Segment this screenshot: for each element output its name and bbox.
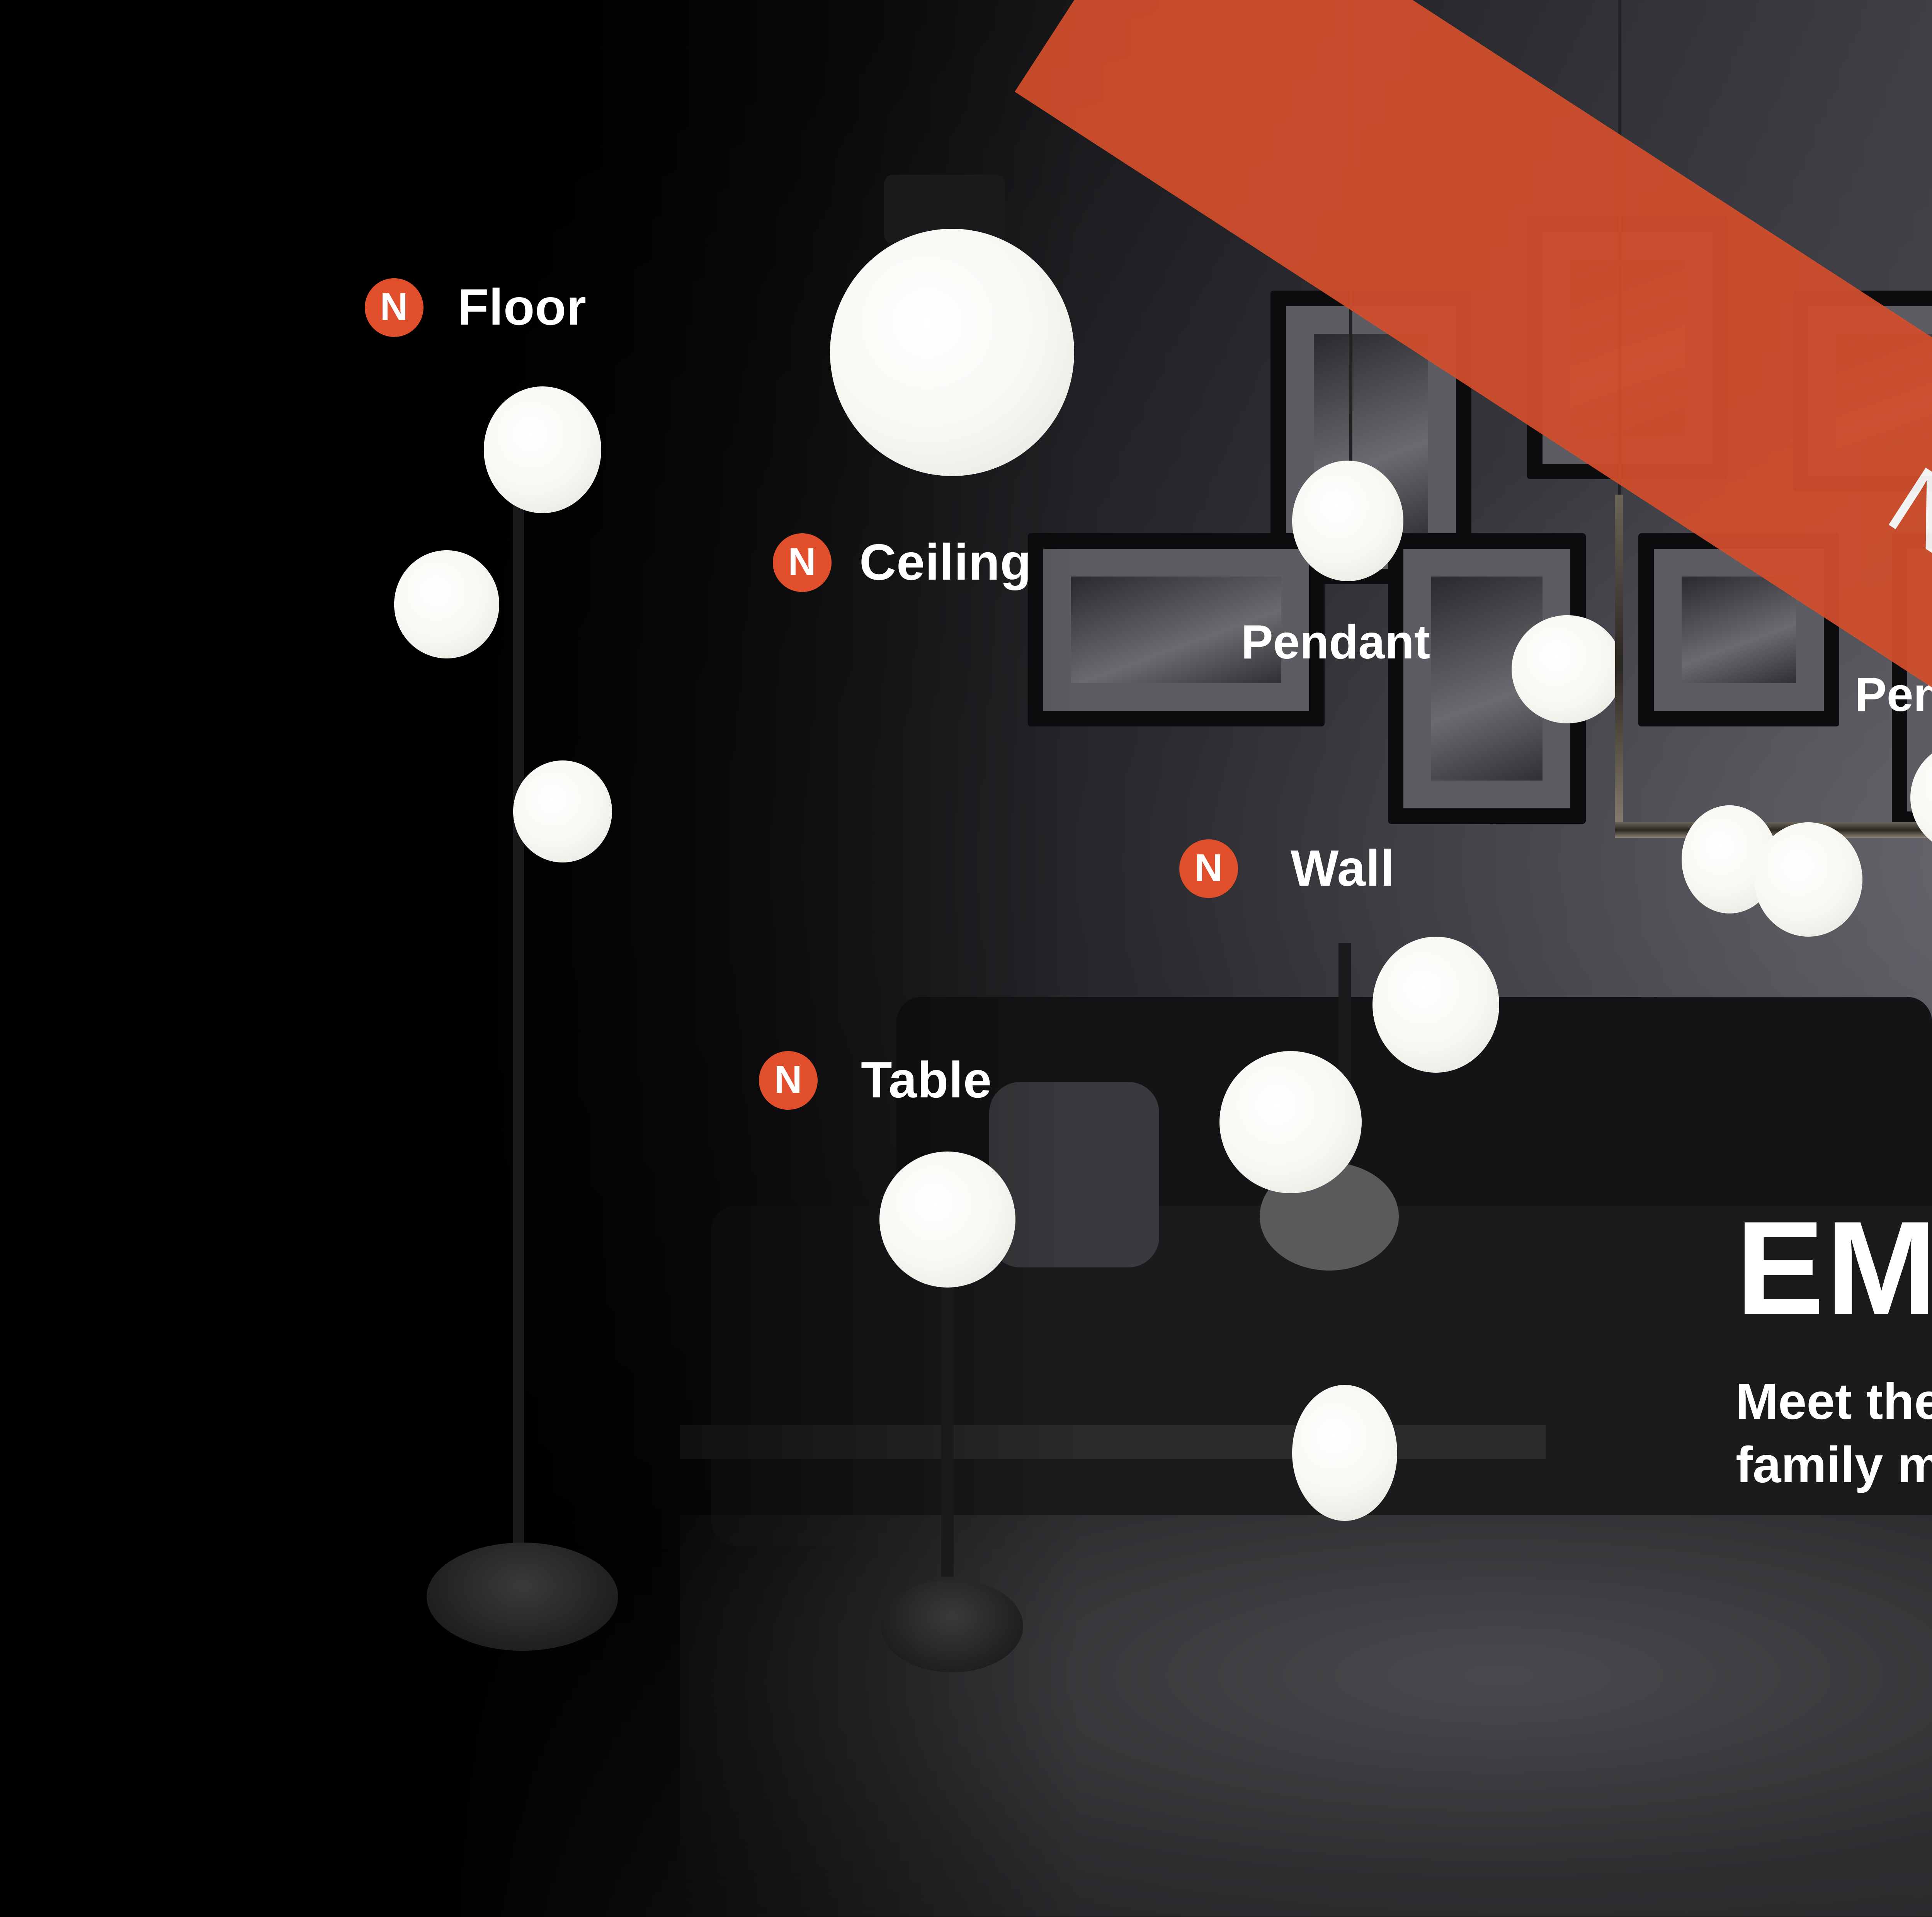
wall-frame	[1638, 533, 1839, 726]
wall-lamp-globe	[1372, 937, 1499, 1073]
subtitle-line-2: family members	[1736, 1436, 1932, 1493]
ceiling-lamp-globe	[830, 229, 1074, 476]
pendant-globe	[1292, 461, 1403, 581]
new-badge: N	[773, 533, 832, 592]
label-ceiling: N Ceiling	[773, 533, 1032, 592]
label-floor-text: Floor	[457, 278, 587, 335]
brand-title: EMRIK	[1736, 1195, 1932, 1343]
label-table: N Table	[759, 1051, 992, 1110]
pendant-globe	[1512, 615, 1623, 723]
label-ceiling-text: Ceiling	[859, 533, 1032, 590]
pendant-globe	[1754, 822, 1862, 937]
floor-lamp-globe	[513, 760, 612, 862]
label-wall: N Wall	[1179, 839, 1395, 898]
subtitle-line-1: Meet the new	[1736, 1373, 1932, 1430]
label-table-text: Table	[861, 1051, 992, 1108]
new-badge: N	[365, 278, 423, 337]
floor-lamp-globe	[394, 550, 499, 658]
new-badge: N	[1179, 839, 1238, 898]
label-wall-text: Wall	[1291, 839, 1395, 896]
floor-lamp-globe	[484, 386, 601, 513]
label-floor: N Floor	[365, 278, 587, 337]
new-badge: N	[759, 1051, 818, 1110]
wall-lamp-globe	[1219, 1051, 1362, 1193]
label-pendant-single: Pendant	[1241, 615, 1430, 669]
wall-lamp-globe	[1292, 1385, 1397, 1521]
table-lamp-globe	[879, 1152, 1015, 1288]
hero-block: EMRIK Meet the new family members	[1736, 1203, 1932, 1496]
